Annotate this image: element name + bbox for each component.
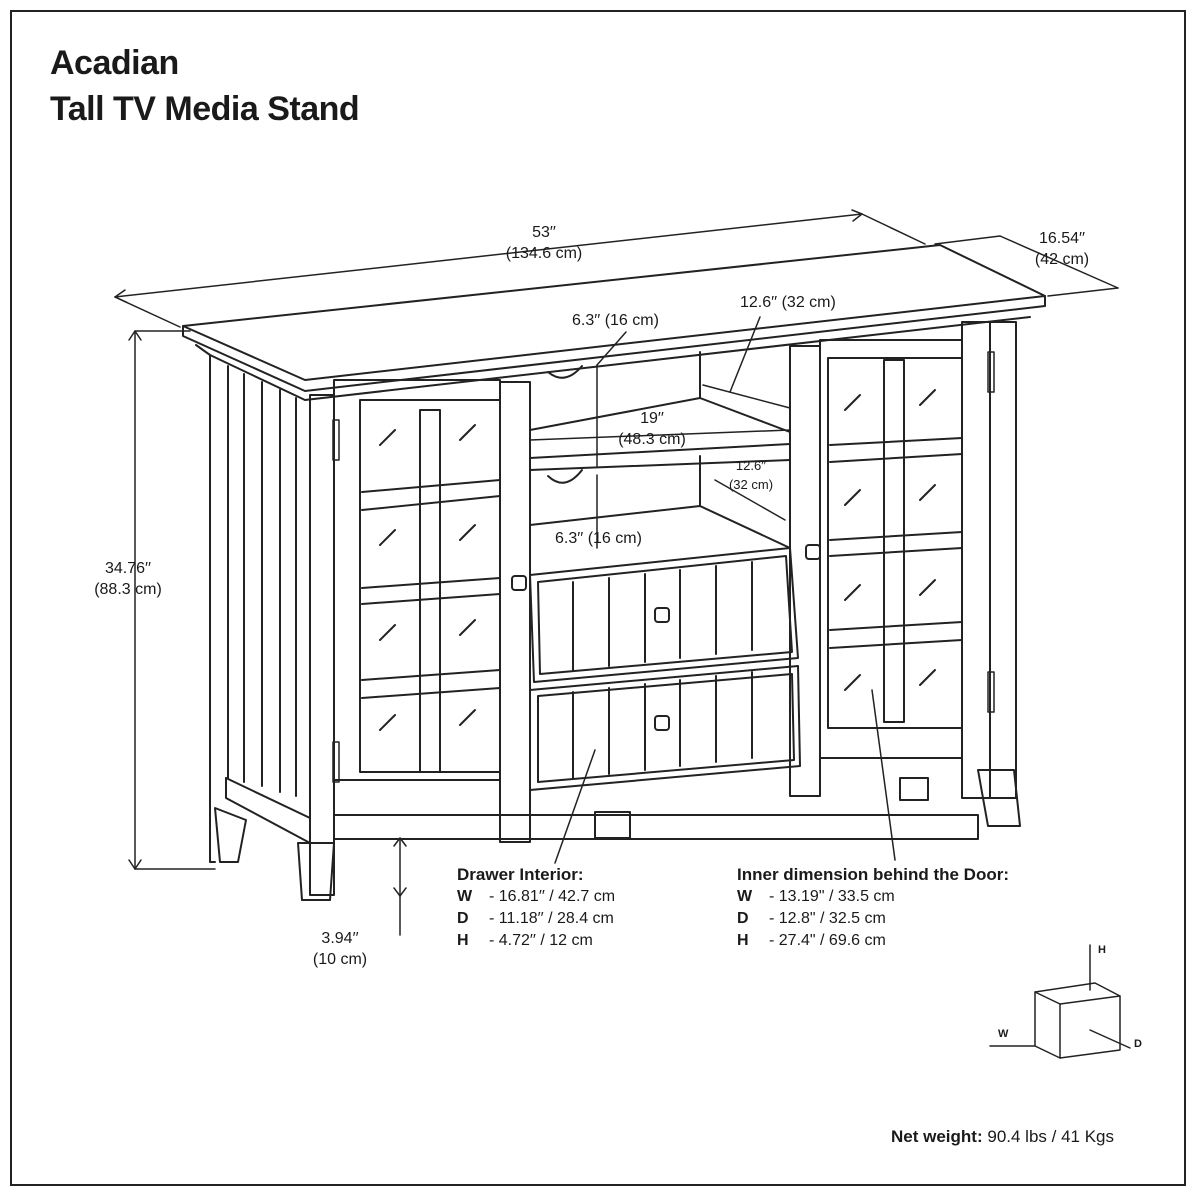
door-interior-spec: Inner dimension behind the Door: W - 13.1… [737,864,1009,952]
top-panel [182,244,1046,401]
product-title-line1: Acadian [50,44,179,82]
net-weight: Net weight: 90.4 lbs / 41 Kgs [891,1127,1114,1147]
spec-key: H [457,932,469,949]
width-cm: (134.6 cm) [505,245,583,262]
shelf-depth-top-label: 12.6′′ (32 cm) [740,294,836,311]
spec-value: - 4.72′′ / 12 cm [489,932,593,949]
drawers [529,547,801,791]
height-inches: 34.76′′ [104,560,152,577]
open-shelves [529,351,791,549]
leg-height-label: 3.94′′ (10 cm) [300,928,380,970]
door-interior-row: W - 13.19" / 33.5 cm [737,886,1009,908]
drawer-interior-spec: Drawer Interior: W - 16.81′′ / 42.7 cm D -… [457,864,615,952]
spec-value: - 12.8" / 32.5 cm [769,910,886,927]
spec-value: - 27.4" / 69.6 cm [769,932,886,949]
axis-cube-icon [989,944,1131,1059]
net-weight-label: Net weight: [891,1127,983,1146]
spec-key: W [457,888,473,905]
left-glass-door [332,379,527,783]
shelf-width-inches: 19′′ [640,410,664,427]
shelf-depth-mid-inches: 12.6′′ [735,458,767,473]
leg-inches: 3.94′′ [321,930,359,947]
door-interior-row: H - 27.4" / 69.6 cm [737,930,1009,952]
width-inches: 53′′ [532,224,556,241]
axis-label-w: W [998,1028,1009,1040]
spec-key: W [737,888,753,905]
net-weight-value: 90.4 lbs / 41 Kgs [987,1127,1114,1146]
shelf-depth-mid-cm: (32 cm) [728,477,774,492]
axis-label-h: H [1098,944,1106,956]
drawer-interior-heading: Drawer Interior: [457,865,584,884]
door-interior-row: D - 12.8" / 32.5 cm [737,908,1009,930]
spec-key: D [457,910,469,927]
right-glass-door [805,339,995,759]
dimension-lines [114,209,1119,936]
width-dimension-label: 53′′ (134.6 cm) [500,222,588,264]
depth-dimension-label: 16.54′′ (42 cm) [1022,228,1102,270]
depth-cm: (42 cm) [1034,251,1090,268]
spec-value: - 13.19" / 33.5 cm [769,888,895,905]
shelf-depth-mid-label: 12.6′′ (32 cm) [722,456,780,494]
leg-cm: (10 cm) [312,951,368,968]
shelf-gap-top-label: 6.3′′ (16 cm) [572,312,659,329]
shelf-width-label: 19′′ (48.3 cm) [612,408,692,450]
spec-value: - 11.18′′ / 28.4 cm [489,910,614,927]
door-interior-heading: Inner dimension behind the Door: [737,865,1009,884]
drawer-interior-row: W - 16.81′′ / 42.7 cm [457,886,615,908]
spec-key: D [737,910,749,927]
height-cm: (88.3 cm) [94,581,162,598]
axis-label-d: D [1134,1038,1142,1050]
page-frame [10,10,1186,1186]
spec-value: - 16.81′′ / 42.7 cm [489,888,616,905]
drawer-interior-row: H - 4.72′′ / 12 cm [457,930,615,952]
height-dimension-label: 34.76′′ (88.3 cm) [80,558,176,600]
shelf-width-cm: (48.3 cm) [618,431,686,448]
left-side-panel [209,354,311,863]
depth-inches: 16.54′′ [1038,230,1086,247]
spec-key: H [737,932,749,949]
product-title-line2: Tall TV Media Stand [50,90,360,128]
shelf-gap-bottom-label: 6.3′′ (16 cm) [555,530,642,547]
drawer-interior-row: D - 11.18′′ / 28.4 cm [457,908,615,930]
